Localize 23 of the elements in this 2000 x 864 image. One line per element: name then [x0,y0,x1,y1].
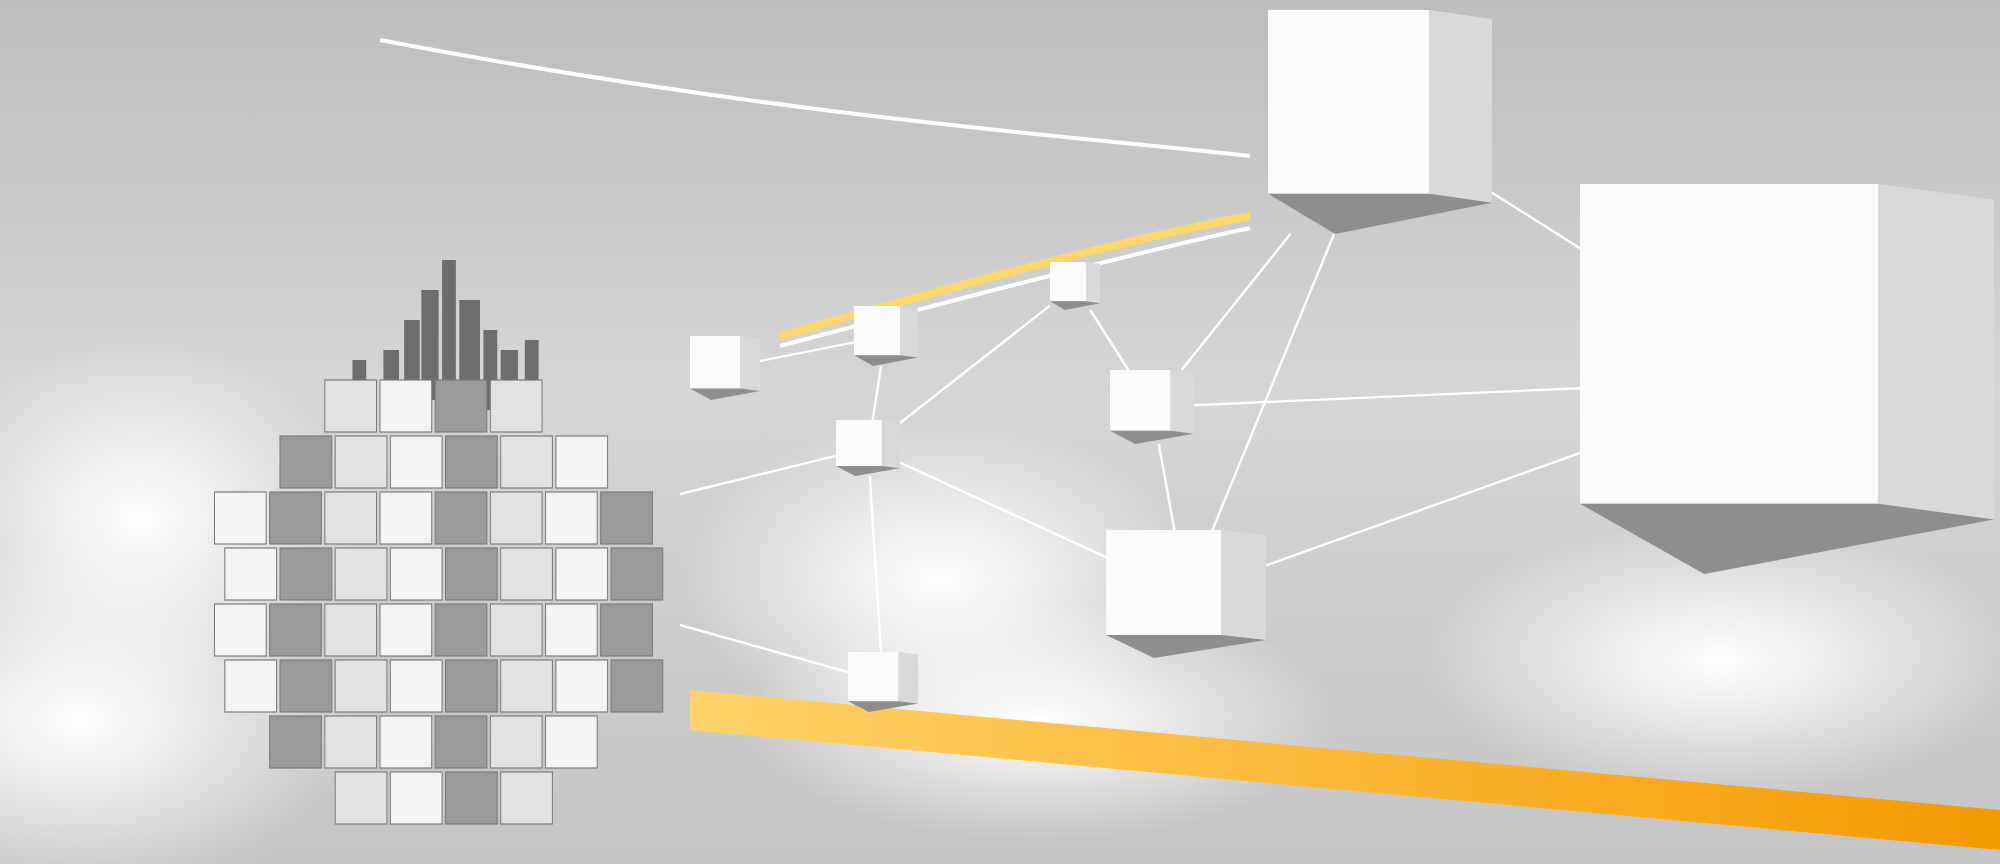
cube [1110,370,1194,444]
connector-line [868,475,883,653]
cube [836,420,900,476]
connector-line [899,461,1107,559]
connector-line [679,454,837,496]
cube [854,306,918,366]
connector-line [1491,191,1581,250]
connector-line [1265,451,1581,567]
connector-line [1157,443,1176,531]
cube [1106,530,1266,658]
cube [848,652,918,712]
connector-line [759,341,855,363]
connector-line [871,365,883,421]
cube [1268,10,1492,234]
connector-line [899,304,1051,424]
cube [1580,184,1994,574]
connector-line [1193,387,1581,407]
connector-line [1211,233,1336,531]
connector-line [679,623,849,674]
connector-line [1180,233,1292,371]
cube [1050,262,1100,310]
connector-line [1089,309,1130,371]
cube [690,336,760,400]
